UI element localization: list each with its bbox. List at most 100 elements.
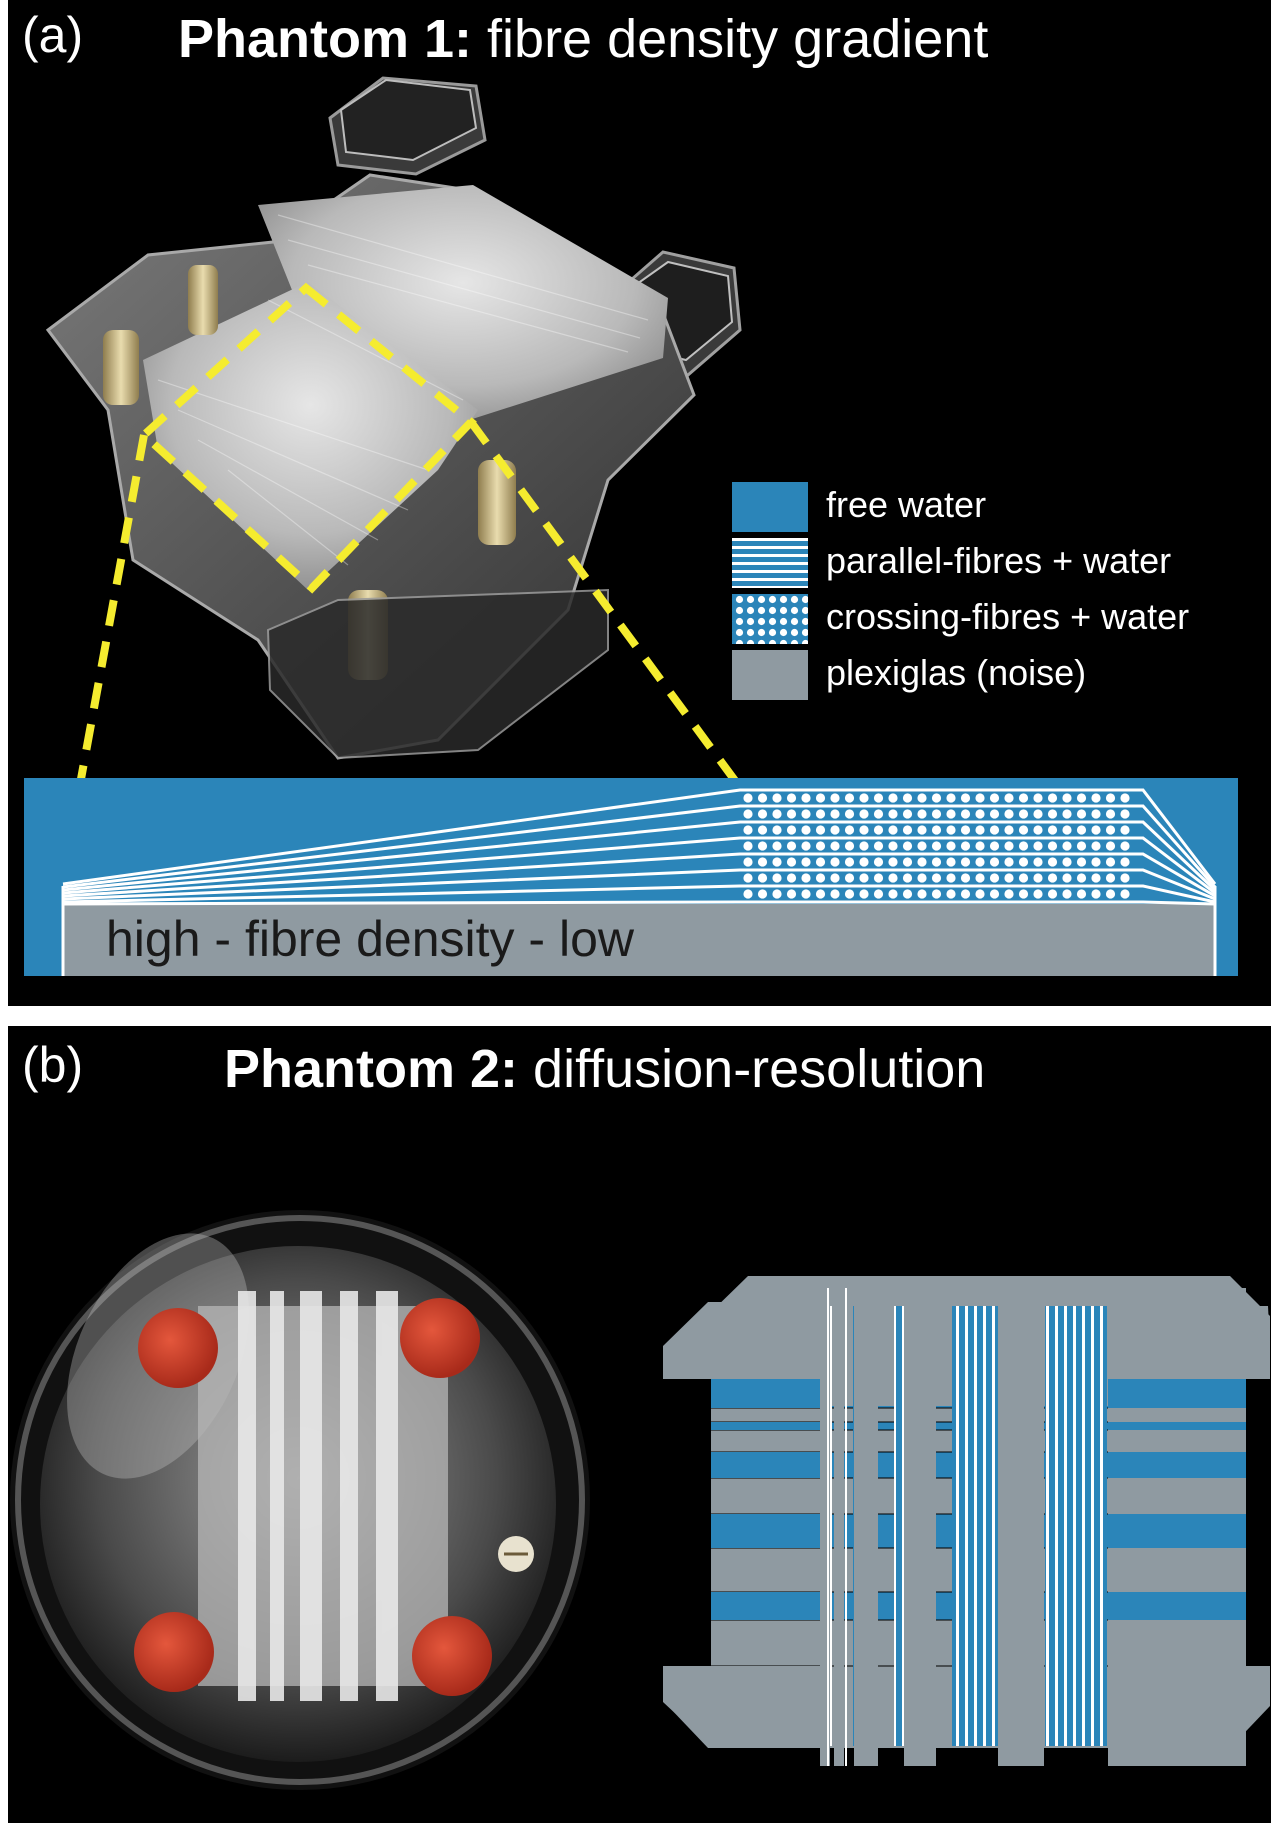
- crossing-fibre-dot: [946, 793, 955, 802]
- crossing-fibre-dot: [743, 873, 752, 882]
- legend-label-plexiglas: plexiglas (noise): [826, 652, 1086, 694]
- crossing-fibre-dot: [1106, 793, 1115, 802]
- crossing-fibre-dot: [845, 857, 854, 866]
- crossing-fibre-dot: [903, 889, 912, 898]
- crossing-fibre-dot: [1033, 809, 1042, 818]
- crossing-fibre-dot: [743, 889, 752, 898]
- crossing-fibre-dot: [859, 793, 868, 802]
- crossing-fibre-dot: [1091, 889, 1100, 898]
- crossing-fibre-dot: [961, 809, 970, 818]
- crossing-fibre-dot: [1019, 889, 1028, 898]
- crossing-fibre-dot: [932, 873, 941, 882]
- crossing-fibre-dot: [990, 825, 999, 834]
- crossing-fibre-dot: [1048, 809, 1057, 818]
- crossing-fibre-dot: [1062, 793, 1071, 802]
- crossing-fibre-dot: [888, 889, 897, 898]
- crossing-fibre-dot: [830, 793, 839, 802]
- crossing-fibre-dot: [990, 857, 999, 866]
- crossing-fibre-dot: [801, 841, 810, 850]
- crossing-fibre-dot: [903, 857, 912, 866]
- crossing-fibre-dot: [1019, 809, 1028, 818]
- crossing-fibre-dot: [743, 793, 752, 802]
- crossing-fibre-dot: [1048, 825, 1057, 834]
- crossing-fibre-dot: [1120, 825, 1129, 834]
- crossing-fibre-dot: [874, 857, 883, 866]
- crossing-fibre-dot: [1091, 809, 1100, 818]
- crossing-fibre-dot: [1120, 809, 1129, 818]
- crossing-fibre-dot: [1019, 825, 1028, 834]
- crossing-fibre-dot: [1048, 873, 1057, 882]
- crossing-fibre-dot: [874, 809, 883, 818]
- crossing-fibre-dot: [975, 841, 984, 850]
- crossing-fibre-dot: [1048, 889, 1057, 898]
- legend-swatch-crossing-fibres: [732, 594, 808, 644]
- crossing-fibre-dot: [1048, 793, 1057, 802]
- crossing-fibre-dot: [1004, 889, 1013, 898]
- crossing-fibre-dot: [816, 889, 825, 898]
- crossing-fibre-dot: [1077, 873, 1086, 882]
- crossing-fibre-dot: [758, 841, 767, 850]
- crossing-fibre-dot: [743, 809, 752, 818]
- crossing-fibre-dot: [1019, 841, 1028, 850]
- crossing-fibre-dot: [975, 857, 984, 866]
- phantom-1-photo: [48, 78, 740, 758]
- crossing-fibre-dot: [1077, 793, 1086, 802]
- crossing-fibre-dot: [1106, 873, 1115, 882]
- crossing-fibre-dot: [830, 825, 839, 834]
- crossing-fibre-dot: [917, 873, 926, 882]
- phantom-1-figure: [8, 0, 1271, 1006]
- crossing-fibre-dot: [1120, 873, 1129, 882]
- crossing-fibre-dot: [903, 793, 912, 802]
- crossing-fibre-dot: [1004, 857, 1013, 866]
- crossing-fibre-dot: [801, 857, 810, 866]
- crossing-fibre-dot: [1120, 841, 1129, 850]
- panel-a: (a) Phantom 1: fibre density gradient: [8, 0, 1271, 1006]
- crossing-fibre-dot: [932, 809, 941, 818]
- crossing-fibre-dot: [874, 841, 883, 850]
- crossing-fibre-dot: [975, 793, 984, 802]
- crossing-fibre-dot: [787, 857, 796, 866]
- crossing-fibre-dot: [917, 809, 926, 818]
- crossing-fibre-dot: [990, 793, 999, 802]
- phantom-2-photo: [10, 1204, 590, 1790]
- crossing-fibre-dot: [888, 825, 897, 834]
- crossing-fibre-dot: [758, 809, 767, 818]
- crossing-fibre-dot: [772, 873, 781, 882]
- crossing-fibre-dot: [903, 825, 912, 834]
- crossing-fibre-dot: [772, 793, 781, 802]
- crossing-fibre-dot: [1048, 857, 1057, 866]
- crossing-fibre-dot: [888, 841, 897, 850]
- crossing-fibre-dot: [772, 857, 781, 866]
- crossing-fibre-dot: [961, 825, 970, 834]
- crossing-fibre-dot: [772, 809, 781, 818]
- crossing-fibre-dot: [845, 809, 854, 818]
- crossing-fibre-dot: [1062, 825, 1071, 834]
- panel-b: (b) Phantom 2: diffusion-resolution: [8, 1026, 1271, 1823]
- crossing-fibre-dot: [816, 873, 825, 882]
- crossing-fibre-dot: [787, 889, 796, 898]
- crossing-fibre-dot: [990, 841, 999, 850]
- crossing-fibre-dot: [874, 793, 883, 802]
- crossing-fibre-dot: [1106, 841, 1115, 850]
- crossing-fibre-dot: [874, 825, 883, 834]
- crossing-fibre-dot: [758, 857, 767, 866]
- crossing-fibre-dot: [830, 857, 839, 866]
- crossing-fibre-dot: [1106, 889, 1115, 898]
- crossing-fibre-dot: [1033, 793, 1042, 802]
- crossing-fibre-dot: [1019, 873, 1028, 882]
- crossing-fibre-dot: [758, 825, 767, 834]
- legend-swatch-free-water: [732, 482, 808, 532]
- crossing-fibre-dot: [801, 793, 810, 802]
- crossing-fibre-dot: [917, 793, 926, 802]
- crossing-fibre-dot: [946, 825, 955, 834]
- crossing-fibre-dot: [845, 841, 854, 850]
- phantom-2-schematic: [663, 1276, 1271, 1766]
- crossing-fibre-dot: [903, 841, 912, 850]
- crossing-fibre-dot: [816, 793, 825, 802]
- crossing-fibre-dot: [1077, 857, 1086, 866]
- crossing-fibre-dot: [1033, 889, 1042, 898]
- crossing-fibre-dot: [932, 793, 941, 802]
- crossing-fibre-dot: [1048, 841, 1057, 850]
- crossing-fibre-dot: [830, 809, 839, 818]
- crossing-fibre-dot: [758, 873, 767, 882]
